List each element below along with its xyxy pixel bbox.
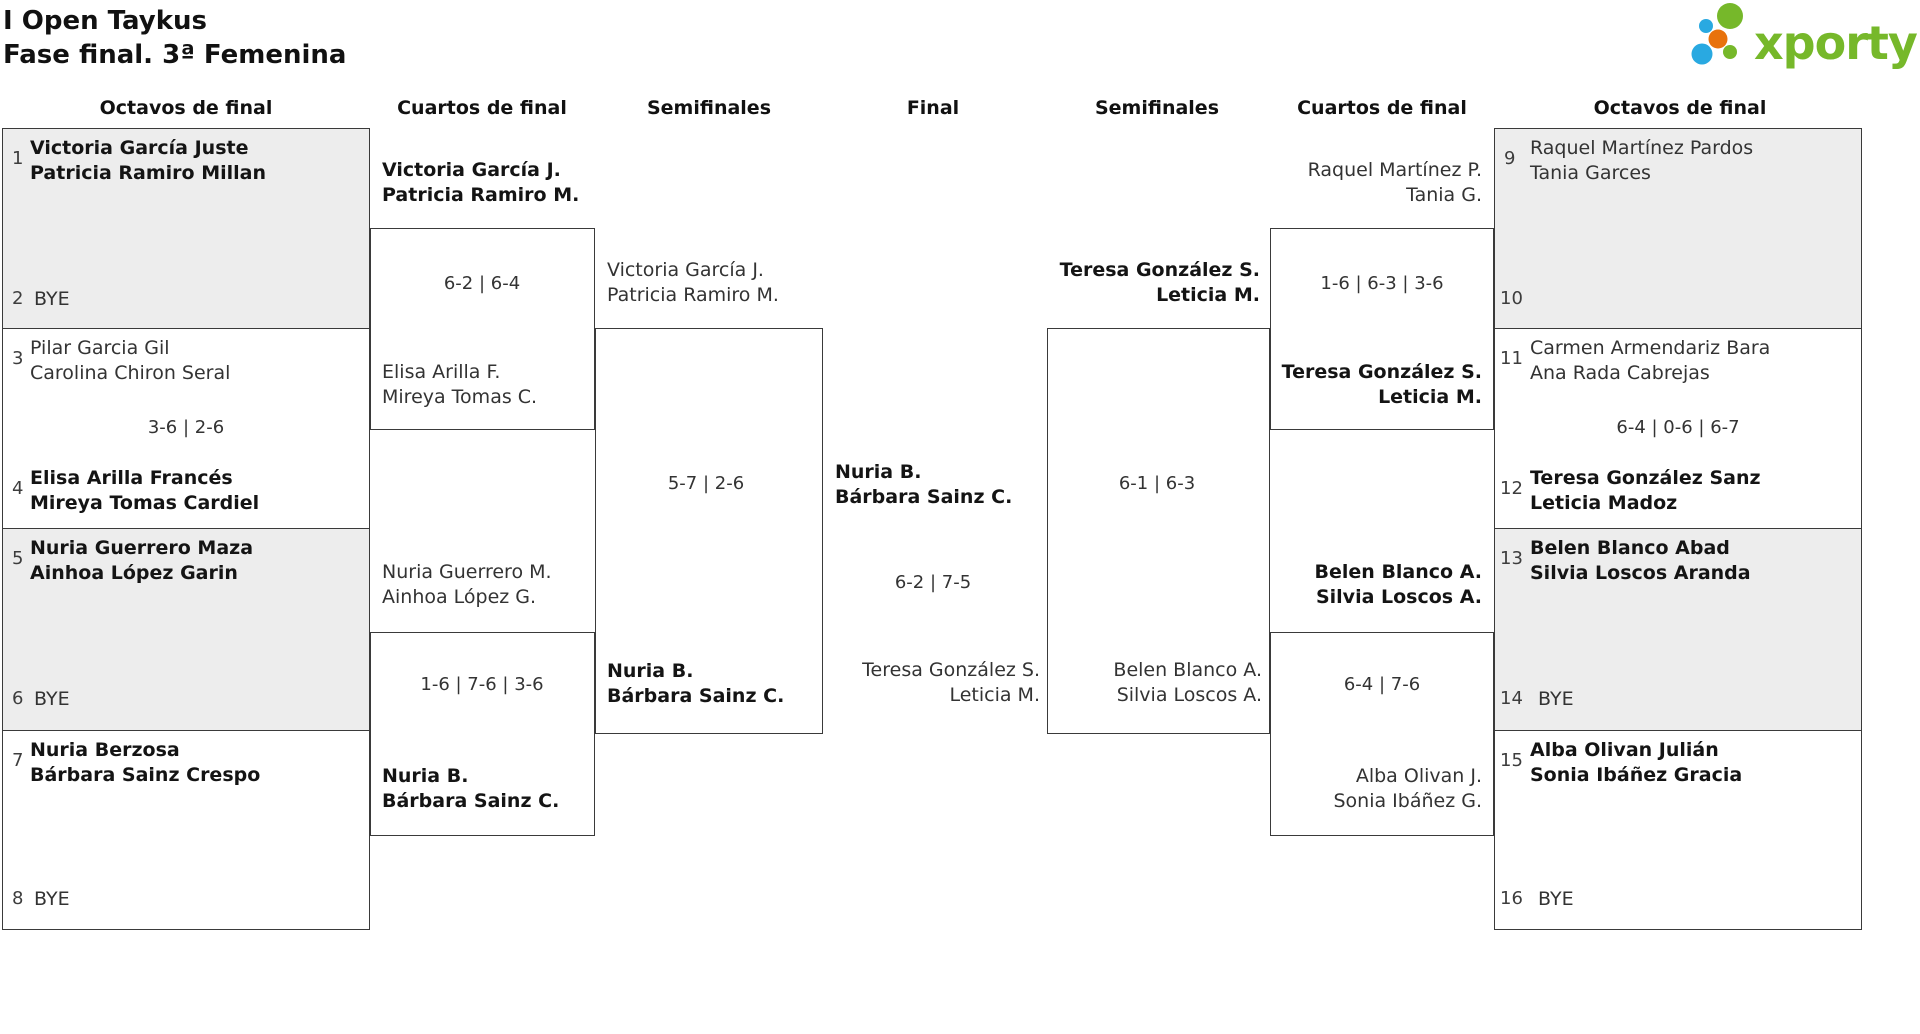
seed-label: 13 [1500, 548, 1523, 569]
team-name[interactable]: Pilar Garcia Gil Carolina Chiron Seral [30, 337, 231, 384]
tournament-name: I Open Taykus [3, 6, 207, 36]
logo-dot [1717, 3, 1743, 29]
match-score: 5-7 | 2-6 [667, 473, 745, 494]
match-box-r16-right-4 [1494, 730, 1862, 930]
match-box-r16-right-1 [1494, 128, 1862, 329]
team-name[interactable]: Teresa González S. Leticia M. [1059, 259, 1260, 306]
match-score: 6-4 | 7-6 [1343, 674, 1421, 695]
match-box-qf-right-1 [1270, 228, 1494, 430]
team-name[interactable]: Alba Olivan Julián Sonia Ibáñez Gracia [1530, 739, 1743, 786]
team-name[interactable]: Victoria García Juste Patricia Ramiro Mi… [30, 137, 267, 184]
match-score: 1-6 | 7-6 | 3-6 [420, 674, 544, 695]
xporty-logo[interactable]: xporty [1680, 2, 1920, 74]
final-score: 6-2 | 7-5 [894, 572, 972, 593]
logo-dot [1708, 29, 1728, 49]
logo-dot [1691, 43, 1713, 65]
team-name[interactable]: Nuria Guerrero Maza Ainhoa López Garin [30, 537, 254, 584]
match-box-r16-left-1 [2, 128, 370, 329]
match-box-r16-right-2 [1494, 328, 1862, 529]
seed-label: 6 [12, 688, 24, 709]
bye-label: BYE [1538, 688, 1574, 710]
seed-label: 4 [12, 478, 24, 499]
seed-label: 10 [1500, 288, 1523, 309]
round-header-left-r16: Octavos de final [99, 97, 273, 119]
seed-label: 11 [1500, 348, 1523, 369]
champion-team-name[interactable]: Nuria B. Bárbara Sainz C. [835, 461, 1013, 508]
bye-label: BYE [34, 688, 70, 710]
match-score: 6-4 | 0-6 | 6-7 [1616, 417, 1740, 438]
seed-label: 2 [12, 288, 24, 309]
seed-label: 1 [12, 148, 24, 169]
match-box-sf-right [1047, 328, 1270, 734]
team-name[interactable]: Elisa Arilla Francés Mireya Tomas Cardie… [30, 467, 260, 514]
match-box-r16-left-4 [2, 730, 370, 930]
team-name[interactable]: Belen Blanco A. Silvia Loscos A. [1314, 561, 1482, 608]
team-name[interactable]: Elisa Arilla F. Mireya Tomas C. [382, 361, 538, 408]
match-box-qf-right-2 [1270, 632, 1494, 836]
match-box-r16-right-3 [1494, 528, 1862, 731]
logo-wordmark: xporty [1754, 16, 1918, 70]
team-name[interactable]: Nuria Berzosa Bárbara Sainz Crespo [30, 739, 261, 786]
round-header-left-sf: Semifinales [646, 97, 772, 119]
match-score: 3-6 | 2-6 [147, 417, 225, 438]
bye-label: BYE [1538, 888, 1574, 910]
seed-label: 9 [1504, 148, 1516, 169]
logo-dot [1723, 45, 1737, 59]
seed-label: 7 [12, 750, 24, 771]
seed-label: 3 [12, 348, 24, 369]
bye-label: BYE [34, 288, 70, 310]
team-name[interactable]: Victoria García J. Patricia Ramiro M. [607, 259, 779, 306]
round-header-left-qf: Cuartos de final [397, 97, 567, 119]
match-score: 6-2 | 6-4 [443, 273, 521, 294]
round-header-final: Final [906, 97, 960, 119]
round-header-right-sf: Semifinales [1094, 97, 1220, 119]
team-name[interactable]: Nuria Guerrero M. Ainhoa López G. [382, 561, 552, 608]
team-name[interactable]: Alba Olivan J. Sonia Ibáñez G. [1333, 765, 1482, 812]
team-name[interactable]: Belen Blanco Abad Silvia Loscos Aranda [1530, 537, 1751, 584]
team-name[interactable]: Victoria García J. Patricia Ramiro M. [382, 159, 580, 206]
bye-label: BYE [34, 888, 70, 910]
round-header-right-qf: Cuartos de final [1297, 97, 1467, 119]
seed-label: 8 [12, 888, 24, 909]
match-box-qf-left-1 [370, 228, 595, 430]
seed-label: 12 [1500, 478, 1523, 499]
match-score: 1-6 | 6-3 | 3-6 [1320, 273, 1444, 294]
seed-label: 16 [1500, 888, 1523, 909]
seed-label: 15 [1500, 750, 1523, 771]
round-header-right-r16: Octavos de final [1593, 97, 1767, 119]
team-name[interactable]: Belen Blanco A. Silvia Loscos A. [1113, 659, 1262, 706]
seed-label: 5 [12, 548, 24, 569]
logo-dot [1699, 19, 1713, 33]
phase-category: Fase final. 3ª Femenina [3, 40, 347, 70]
team-name[interactable]: Carmen Armendariz Bara Ana Rada Cabrejas [1530, 337, 1771, 384]
tournament-title: I Open Taykus Fase final. 3ª Femenina [3, 4, 346, 72]
match-score: 6-1 | 6-3 [1118, 473, 1196, 494]
team-name[interactable]: Teresa González Sanz Leticia Madoz [1530, 467, 1761, 514]
team-name[interactable]: Raquel Martínez Pardos Tania Garces [1530, 137, 1754, 184]
match-box-sf-left [595, 328, 823, 734]
runner-up-team-name[interactable]: Teresa González S. Leticia M. [862, 659, 1040, 706]
match-box-qf-left-2 [370, 632, 595, 836]
logo-dots-icon [1691, 3, 1743, 65]
seed-label: 14 [1500, 688, 1523, 709]
team-name[interactable]: Nuria B. Bárbara Sainz C. [382, 765, 560, 812]
team-name[interactable]: Raquel Martínez P. Tania G. [1307, 159, 1482, 206]
team-name[interactable]: Nuria B. Bárbara Sainz C. [607, 660, 785, 707]
match-box-r16-left-2 [2, 328, 370, 529]
team-name[interactable]: Teresa González S. Leticia M. [1281, 361, 1482, 408]
